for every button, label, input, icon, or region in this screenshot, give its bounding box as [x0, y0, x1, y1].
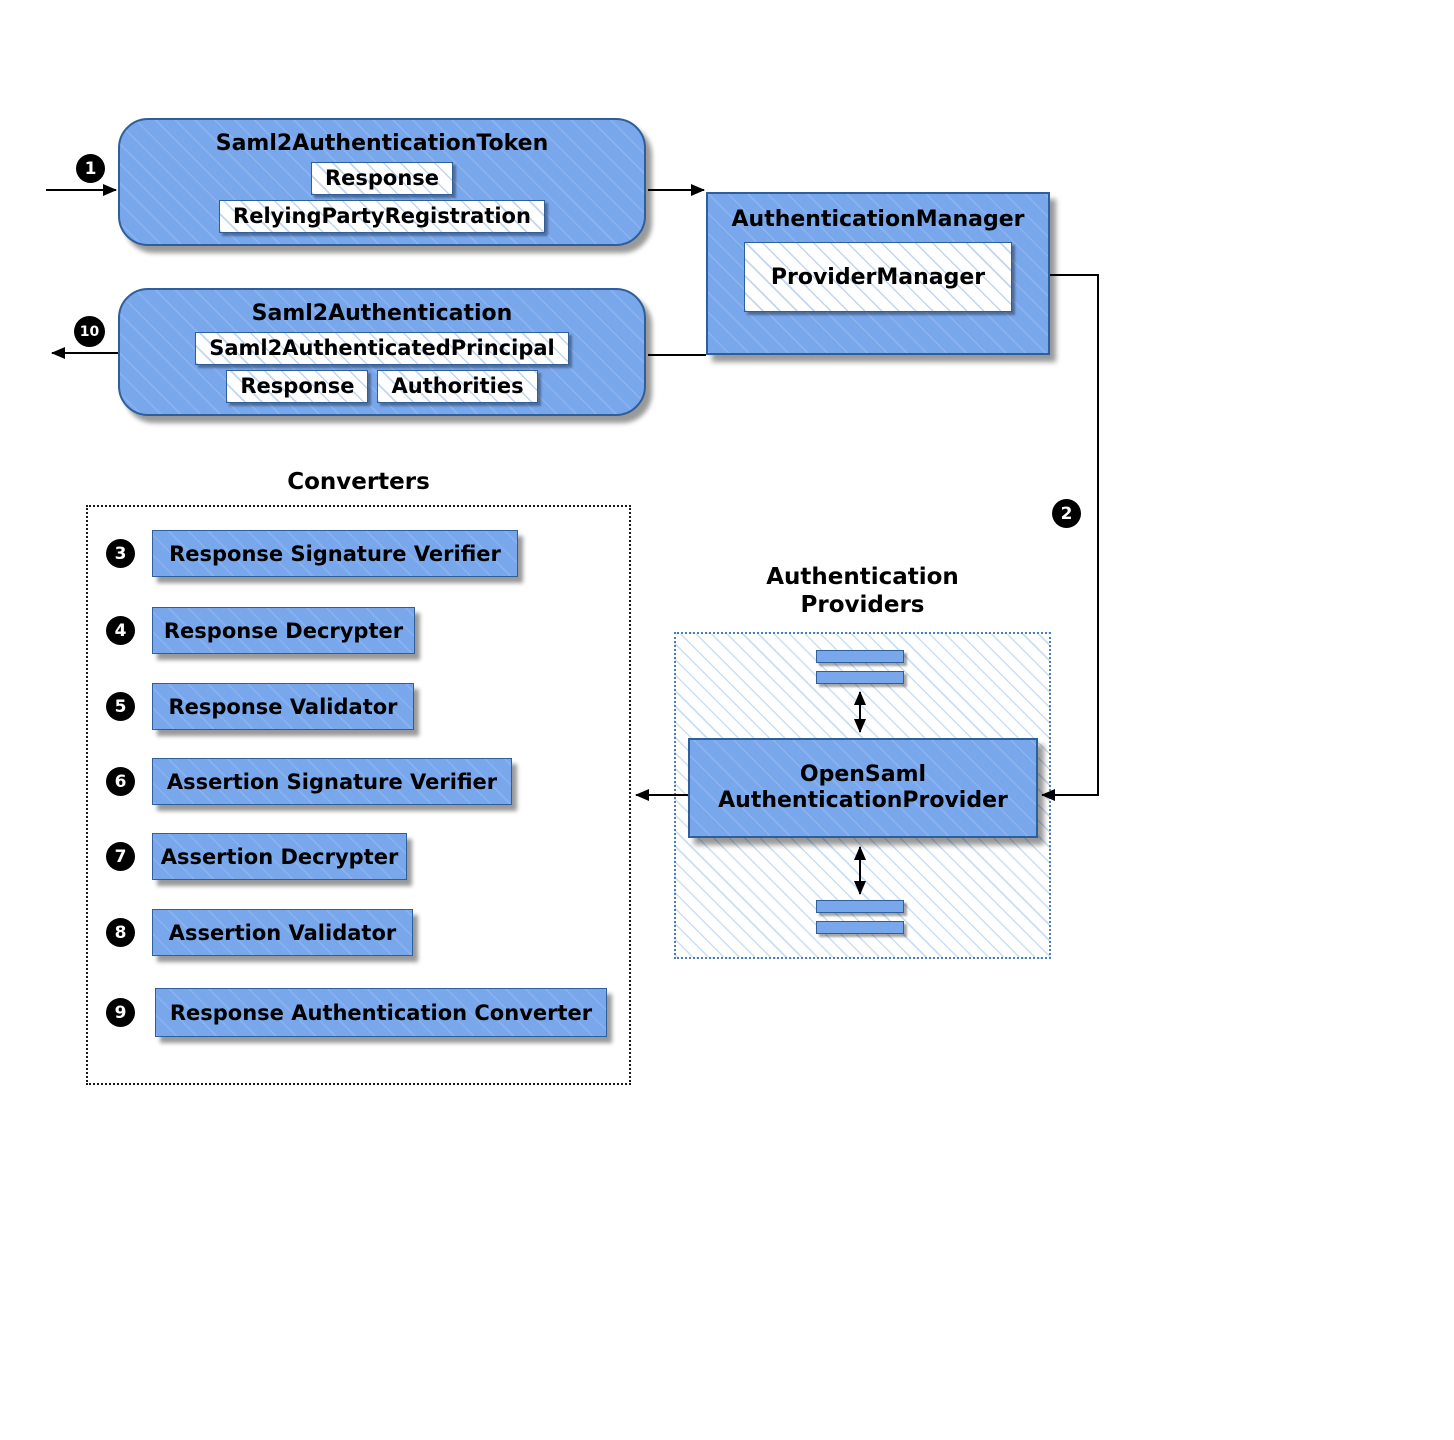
authentication-providers-label: Authentication Providers [674, 563, 1051, 619]
converter-response-decrypter: Response Decrypter [152, 607, 415, 654]
step-1-badge: 1 [76, 154, 105, 183]
authentication-manager-title: AuthenticationManager [731, 207, 1025, 232]
provider-placeholder-bar-bottom-1 [816, 900, 904, 913]
saml2-authentication-response-box: Response [226, 370, 369, 403]
saml2-authentication-row: Response Authorities [226, 370, 538, 403]
step-4-badge: 4 [106, 616, 135, 645]
provider-placeholder-bar-bottom-2 [816, 921, 904, 934]
converter-assertion-signature-verifier: Assertion Signature Verifier [152, 758, 512, 805]
saml2-authentication-token-box: Saml2AuthenticationToken Response Relyin… [118, 118, 646, 246]
step-9-badge: 9 [106, 998, 135, 1027]
converter-assertion-validator: Assertion Validator [152, 909, 413, 956]
token-relying-party-registration-box: RelyingPartyRegistration [219, 200, 545, 233]
step-6-badge: 6 [106, 767, 135, 796]
step-10-badge: 10 [74, 316, 105, 347]
step-8-badge: 8 [106, 918, 135, 947]
authentication-providers-label-line2: Providers [800, 592, 925, 618]
converter-response-signature-verifier: Response Signature Verifier [152, 530, 518, 577]
converter-assertion-decrypter: Assertion Decrypter [152, 833, 407, 880]
provider-placeholder-bar-top-2 [816, 671, 904, 684]
opensaml-provider-line1: OpenSaml [799, 762, 927, 787]
authentication-providers-label-line1: Authentication [766, 564, 959, 590]
opensaml-authentication-provider-box: OpenSaml AuthenticationProvider [688, 738, 1038, 838]
saml2-authenticated-principal-box: Saml2AuthenticatedPrincipal [195, 332, 569, 365]
opensaml-provider-line2: AuthenticationProvider [718, 788, 1008, 813]
converter-response-authentication-converter: Response Authentication Converter [155, 988, 607, 1037]
saml2-authentication-authorities-box: Authorities [377, 370, 538, 403]
provider-placeholder-bar-top-1 [816, 650, 904, 663]
token-box-title: Saml2AuthenticationToken [215, 131, 549, 156]
converter-response-validator: Response Validator [152, 683, 414, 730]
saml2-authentication-box: Saml2Authentication Saml2AuthenticatedPr… [118, 288, 646, 416]
authentication-manager-box: AuthenticationManager ProviderManager [706, 192, 1050, 355]
converters-group-box [86, 505, 631, 1085]
step-5-badge: 5 [106, 692, 135, 721]
saml2-authentication-title: Saml2Authentication [251, 301, 513, 326]
converters-label: Converters [287, 469, 430, 495]
step-3-badge: 3 [106, 539, 135, 568]
step-7-badge: 7 [106, 842, 135, 871]
step-2-badge: 2 [1052, 499, 1081, 528]
token-response-box: Response [310, 162, 454, 195]
provider-manager-box: ProviderManager [744, 242, 1012, 312]
